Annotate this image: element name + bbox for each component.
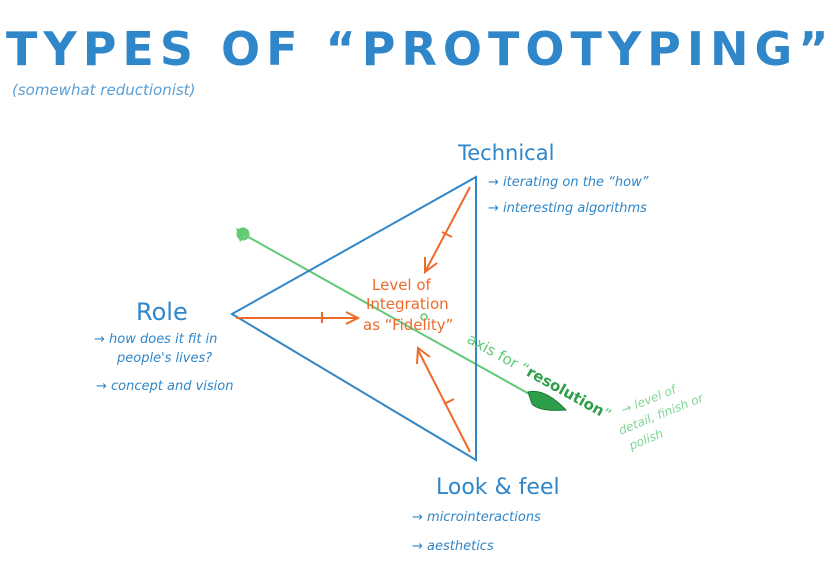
axis-label: axis for “resolution” — [464, 330, 614, 424]
integration-arrows — [236, 186, 471, 453]
arrow-from-look-feel-head-icon — [416, 346, 431, 365]
axis-start-arrow-icon — [236, 228, 248, 242]
center-line-2: Integration — [366, 295, 449, 313]
role-note-1: → how does it fit in — [94, 332, 217, 347]
diagram-subtitle: (somewhat reductionist) — [12, 81, 195, 99]
axis-note: → level of detail, finish or polish — [617, 382, 707, 453]
center-label: Level of Integration as “Fidelity” — [363, 276, 453, 334]
resolution-axis-line — [242, 233, 541, 401]
look-feel-note-2: → aesthetics — [412, 539, 494, 554]
resolution-axis — [236, 227, 568, 411]
arrow-from-look-feel — [417, 349, 471, 453]
vertex-label-role: Role — [136, 298, 188, 326]
vertex-label-technical: Technical — [457, 141, 554, 165]
technical-note-1: → iterating on the “how” — [488, 175, 649, 190]
axis-end-arrowhead-icon — [527, 390, 568, 411]
arrow-from-role-head-icon — [345, 311, 361, 325]
center-line-1: Level of — [372, 276, 432, 294]
center-line-3: as “Fidelity” — [363, 316, 453, 334]
role-note-2: people's lives? — [116, 351, 212, 366]
vertex-label-look-feel: Look & feel — [436, 475, 560, 500]
axis-center-node-icon — [420, 313, 428, 321]
role-note-3: → concept and vision — [96, 379, 233, 394]
svg-text:axis for “resolution”: axis for “resolution” — [464, 330, 614, 424]
arrow-from-technical — [425, 186, 471, 271]
look-feel-note-1: → microinteractions — [412, 510, 541, 525]
technical-note-2: → interesting algorithms — [488, 201, 647, 216]
fidelity-triangle — [230, 175, 477, 462]
axis-label-prefix: axis for “ — [464, 330, 532, 379]
arrow-from-technical-head-icon — [424, 257, 438, 274]
diagram-title: TYPES OF “PROTOTYPING” — [6, 22, 834, 76]
